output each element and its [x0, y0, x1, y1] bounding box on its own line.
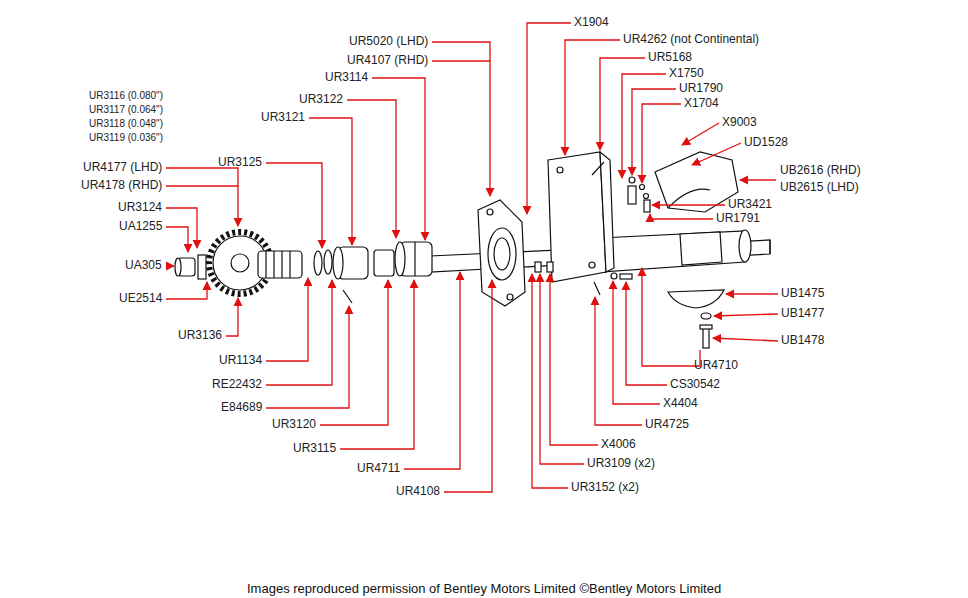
part-number: X4006 — [601, 438, 636, 452]
part-number: UR3118 (0.048") — [89, 118, 163, 130]
part-number: UR3421 — [728, 198, 772, 212]
part-number: UB2615 (LHD) — [780, 181, 859, 195]
part-number: UR1134 — [219, 354, 262, 368]
part-number: UB1475 — [781, 287, 824, 301]
part-number: UR4108 — [396, 485, 440, 499]
part-number: UA305 — [125, 259, 162, 273]
part-number: E84689 — [221, 401, 262, 415]
part-number: UR3116 (0.080") — [89, 90, 163, 102]
part-number: UR4262 (not Continental) — [623, 33, 759, 47]
part-number: UR1790 — [679, 82, 723, 96]
part-number: UR4725 — [645, 418, 689, 432]
part-number: UR4711 — [357, 462, 400, 476]
part-number: UR3125 — [218, 156, 262, 170]
part-number: UA1255 — [119, 220, 162, 234]
part-number: X9003 — [722, 116, 757, 130]
leader-arrows — [166, 23, 778, 492]
part-number: UR3136 — [178, 329, 222, 343]
part-number: UR4107 (RHD) — [347, 54, 428, 68]
part-number: UR1791 — [716, 212, 760, 226]
part-number: CS30542 — [670, 378, 720, 392]
part-number: UR3122 — [299, 93, 343, 107]
part-number: UR3119 (0.036") — [89, 132, 163, 144]
part-number: UR5168 — [648, 51, 692, 65]
part-number: X1750 — [669, 67, 704, 81]
part-number: X1704 — [684, 97, 719, 111]
part-number: UD1528 — [744, 136, 788, 150]
part-number: UR3124 — [118, 201, 162, 215]
part-number: UR5020 (LHD) — [349, 35, 428, 49]
part-number: UB1478 — [781, 334, 824, 348]
part-number: UR3152 (x2) — [571, 481, 639, 495]
part-number: UR3115 — [293, 442, 336, 456]
part-number: UR3117 (0.064") — [89, 104, 163, 116]
part-number: UR3114 — [325, 71, 368, 85]
part-number: X4404 — [663, 397, 698, 411]
part-number: UE2514 — [119, 292, 162, 306]
part-number: UR4177 (LHD) — [83, 161, 162, 175]
part-number: X1904 — [574, 16, 609, 30]
part-number: UR3120 — [272, 418, 316, 432]
part-number: UR3109 (x2) — [587, 457, 655, 471]
part-number: RE22432 — [212, 378, 262, 392]
part-number: UB1477 — [781, 307, 824, 321]
part-number: UR4178 (RHD) — [81, 179, 162, 193]
copyright-caption: Images reproduced permission of Bentley … — [247, 582, 721, 597]
part-number: UB2616 (RHD) — [780, 164, 861, 178]
part-number: UR3121 — [261, 111, 305, 125]
part-number: UR4710 — [694, 359, 738, 373]
